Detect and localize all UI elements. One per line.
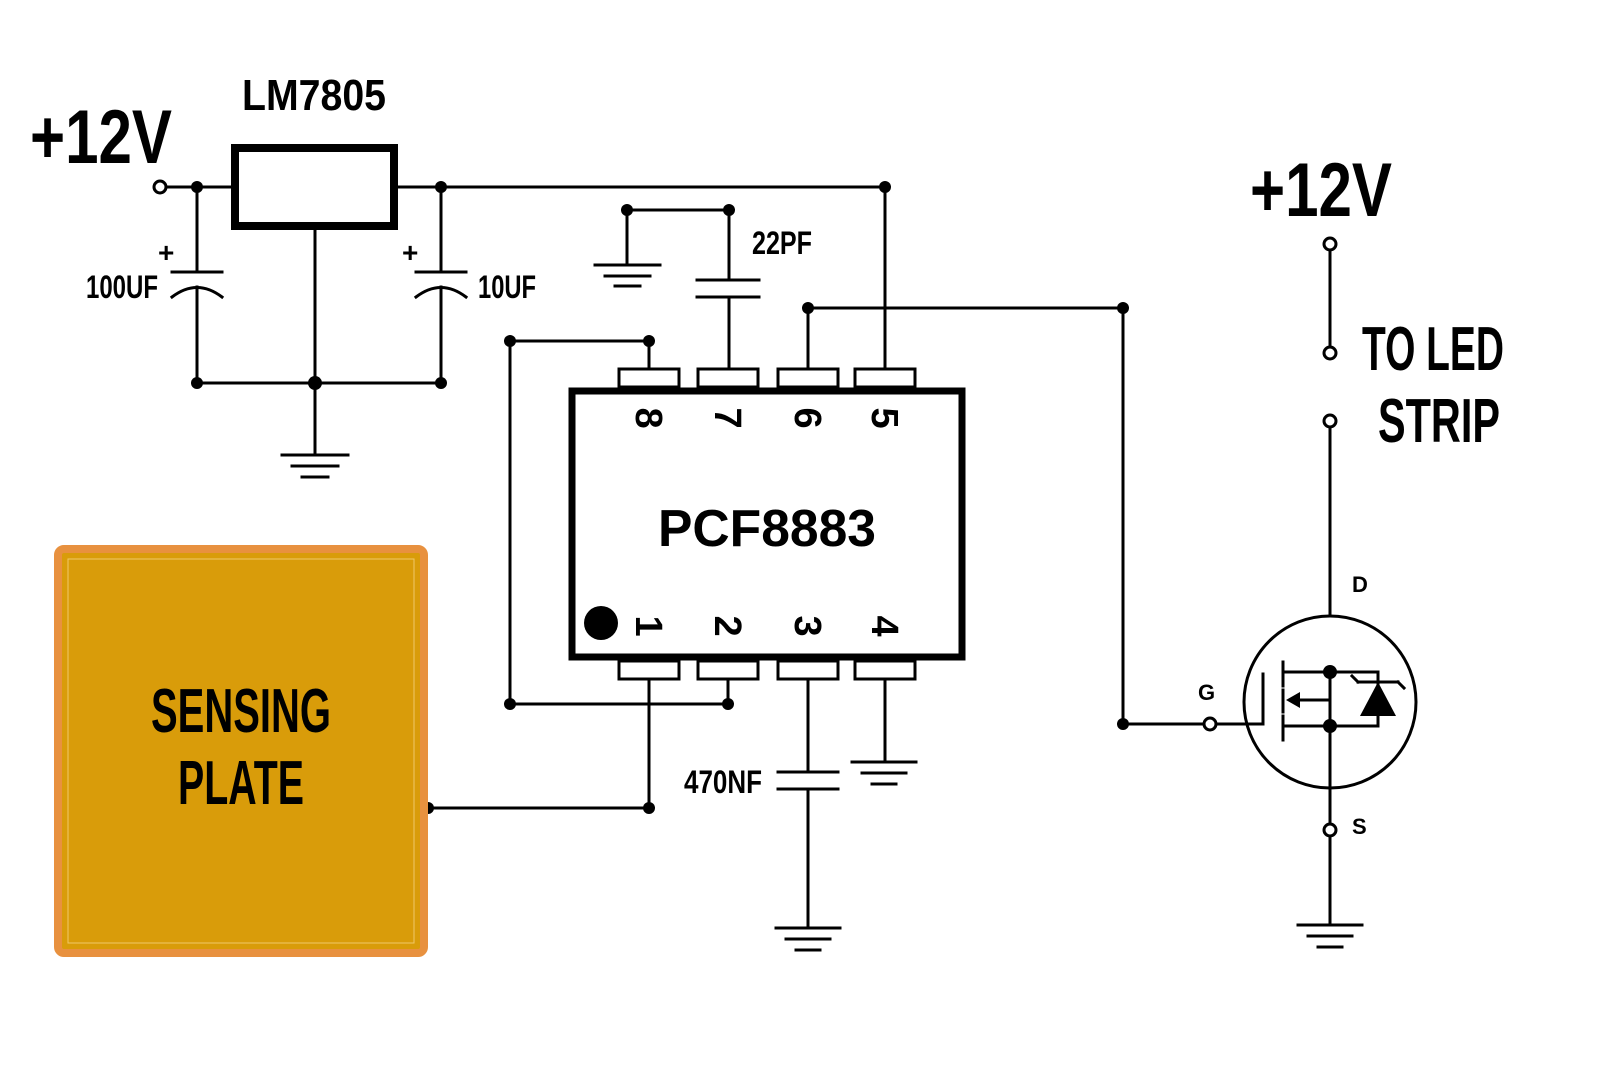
mosfet-source-label: S	[1352, 814, 1367, 839]
cap-470nf-label: 470NF	[684, 764, 762, 800]
ic-package	[568, 367, 966, 681]
polarity-plus-2: +	[402, 237, 418, 268]
gate-terminal	[1202, 716, 1218, 732]
led-strip-terminal-2	[1322, 413, 1338, 429]
led-strip-terminal-1	[1322, 345, 1338, 361]
led-plus-terminal	[1322, 236, 1338, 252]
capacitor-470nf	[776, 677, 840, 930]
pin-8-number: 8	[627, 407, 669, 428]
mosfet-drain-label: D	[1352, 572, 1368, 597]
ground-symbol-pin4	[850, 760, 918, 786]
cap-10uf-label: 10UF	[478, 269, 536, 305]
pin-7-number: 7	[706, 407, 748, 428]
wire-pin1-plate	[426, 677, 651, 810]
ground-symbol-mosfet	[1296, 923, 1364, 949]
output-label-line1: TO LED	[1362, 315, 1504, 384]
input-terminal	[152, 179, 168, 195]
source-terminal	[1322, 822, 1338, 838]
mosfet	[1214, 614, 1418, 826]
mosfet-gate-label: G	[1198, 680, 1215, 705]
pin-5-number: 5	[863, 407, 905, 428]
pin-2-number: 2	[706, 615, 748, 636]
led-supply-voltage-label: +12V	[1250, 148, 1392, 233]
regulator-body	[231, 144, 398, 230]
output-label-line2: STRIP	[1378, 387, 1500, 456]
pin-1-number: 1	[627, 615, 669, 636]
cap-22pf-label: 22PF	[752, 225, 812, 261]
ground-symbol-regulator	[280, 453, 350, 479]
regulator-label: LM7805	[242, 71, 386, 120]
pin-4-number: 4	[863, 615, 905, 636]
capacitor-100uf	[169, 185, 225, 385]
pin-3-number: 3	[786, 615, 828, 636]
input-voltage-label: +12V	[30, 95, 172, 180]
polarity-plus-1: +	[158, 237, 174, 268]
pin-6-number: 6	[786, 407, 828, 428]
sensing-plate-label-line2: PLATE	[178, 749, 304, 818]
ic-label: PCF8883	[658, 500, 876, 558]
wire-5v-rail	[396, 185, 887, 375]
sensing-plate	[54, 545, 428, 957]
ground-symbol-22pf	[593, 263, 662, 288]
sensing-plate-label-line1: SENSING	[151, 677, 331, 746]
capacitor-10uf	[413, 185, 469, 385]
cap-100uf-label: 100UF	[86, 269, 158, 305]
ground-symbol-pin3	[774, 926, 842, 952]
capacitor-22pf	[621, 204, 761, 372]
